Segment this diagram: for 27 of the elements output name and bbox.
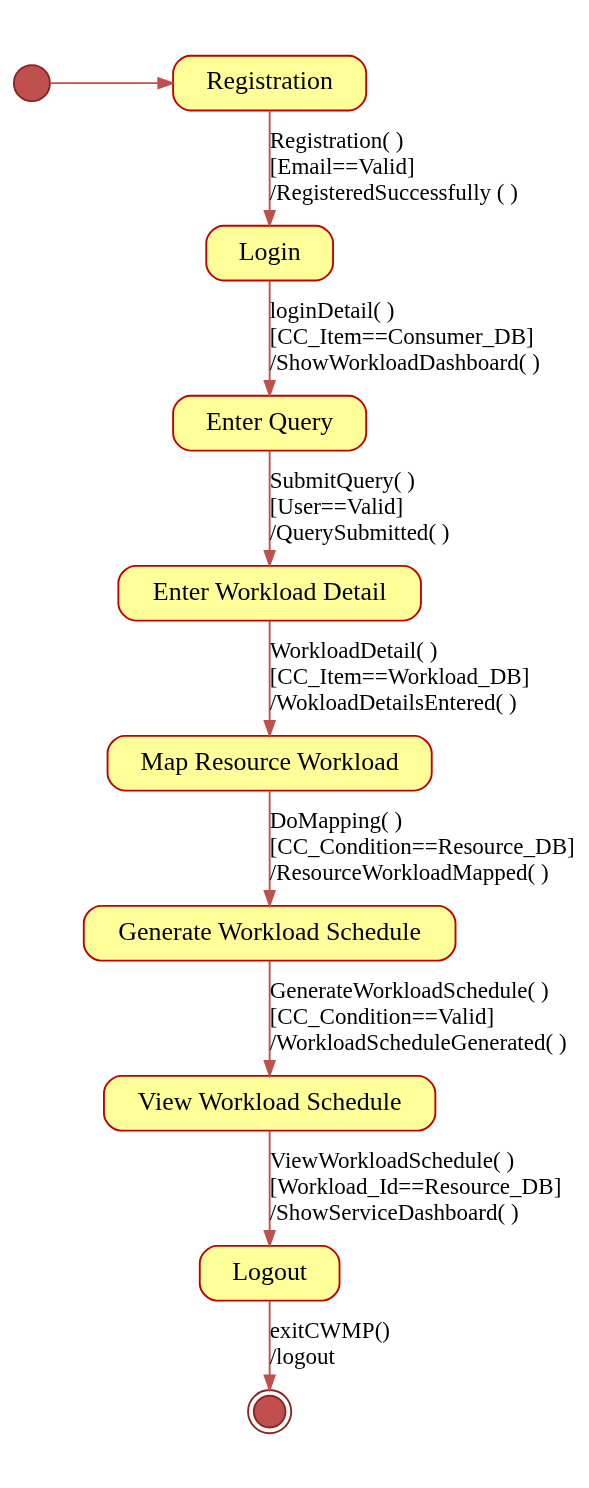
node-box: Logout [198,1244,341,1302]
edge-label: DoMapping( ) [CC_Condition==Resource_DB] /ResourceWorkloadMapped( ) [269,806,575,885]
arrow [263,109,276,228]
arrow [263,959,276,1078]
node-box: Login [205,224,334,281]
edge-label: Registration( ) [Email==Valid] /RegisteredSuccessfully ( ) [269,126,518,205]
edge-label: loginDetail( ) [CC_Item==Consumer_DB] /ShowWorkloadDashboard( ) [269,296,540,375]
node-box: Registration [172,54,368,111]
node-box: Generate Workload Schedule [82,904,457,962]
edge-label: WorkloadDetail( ) [CC_Item==Workload_DB] /WokloadDetailsEntered( ) [269,636,530,715]
node-box: Enter Workload Detail [117,564,422,622]
arrow [263,1299,276,1393]
arrow [49,76,176,89]
edge-label: exitCWMP() /logout [269,1316,390,1369]
edge-label: GenerateWorkloadSchedule( ) [CC_Condition==Valid] /WorkloadScheduleGenerated( ) [269,976,567,1055]
arrow [263,789,276,908]
node-circle [12,63,51,102]
arrow [263,449,276,568]
edge-label: ViewWorkloadSchedule( ) [Workload_Id==Resource_DB] /ShowServiceDashboard( ) [269,1146,562,1225]
arrow [263,1129,276,1248]
arrow [263,619,276,738]
node-box: Map Resource Workload [106,734,433,792]
node-box: View Workload Schedule [103,1074,437,1132]
edge-label: SubmitQuery( ) [User==Valid] /QuerySubmitted( ) [269,466,450,545]
arrow [263,279,276,398]
node-box: Enter Query [172,394,368,451]
node-bullseye [247,1388,293,1434]
